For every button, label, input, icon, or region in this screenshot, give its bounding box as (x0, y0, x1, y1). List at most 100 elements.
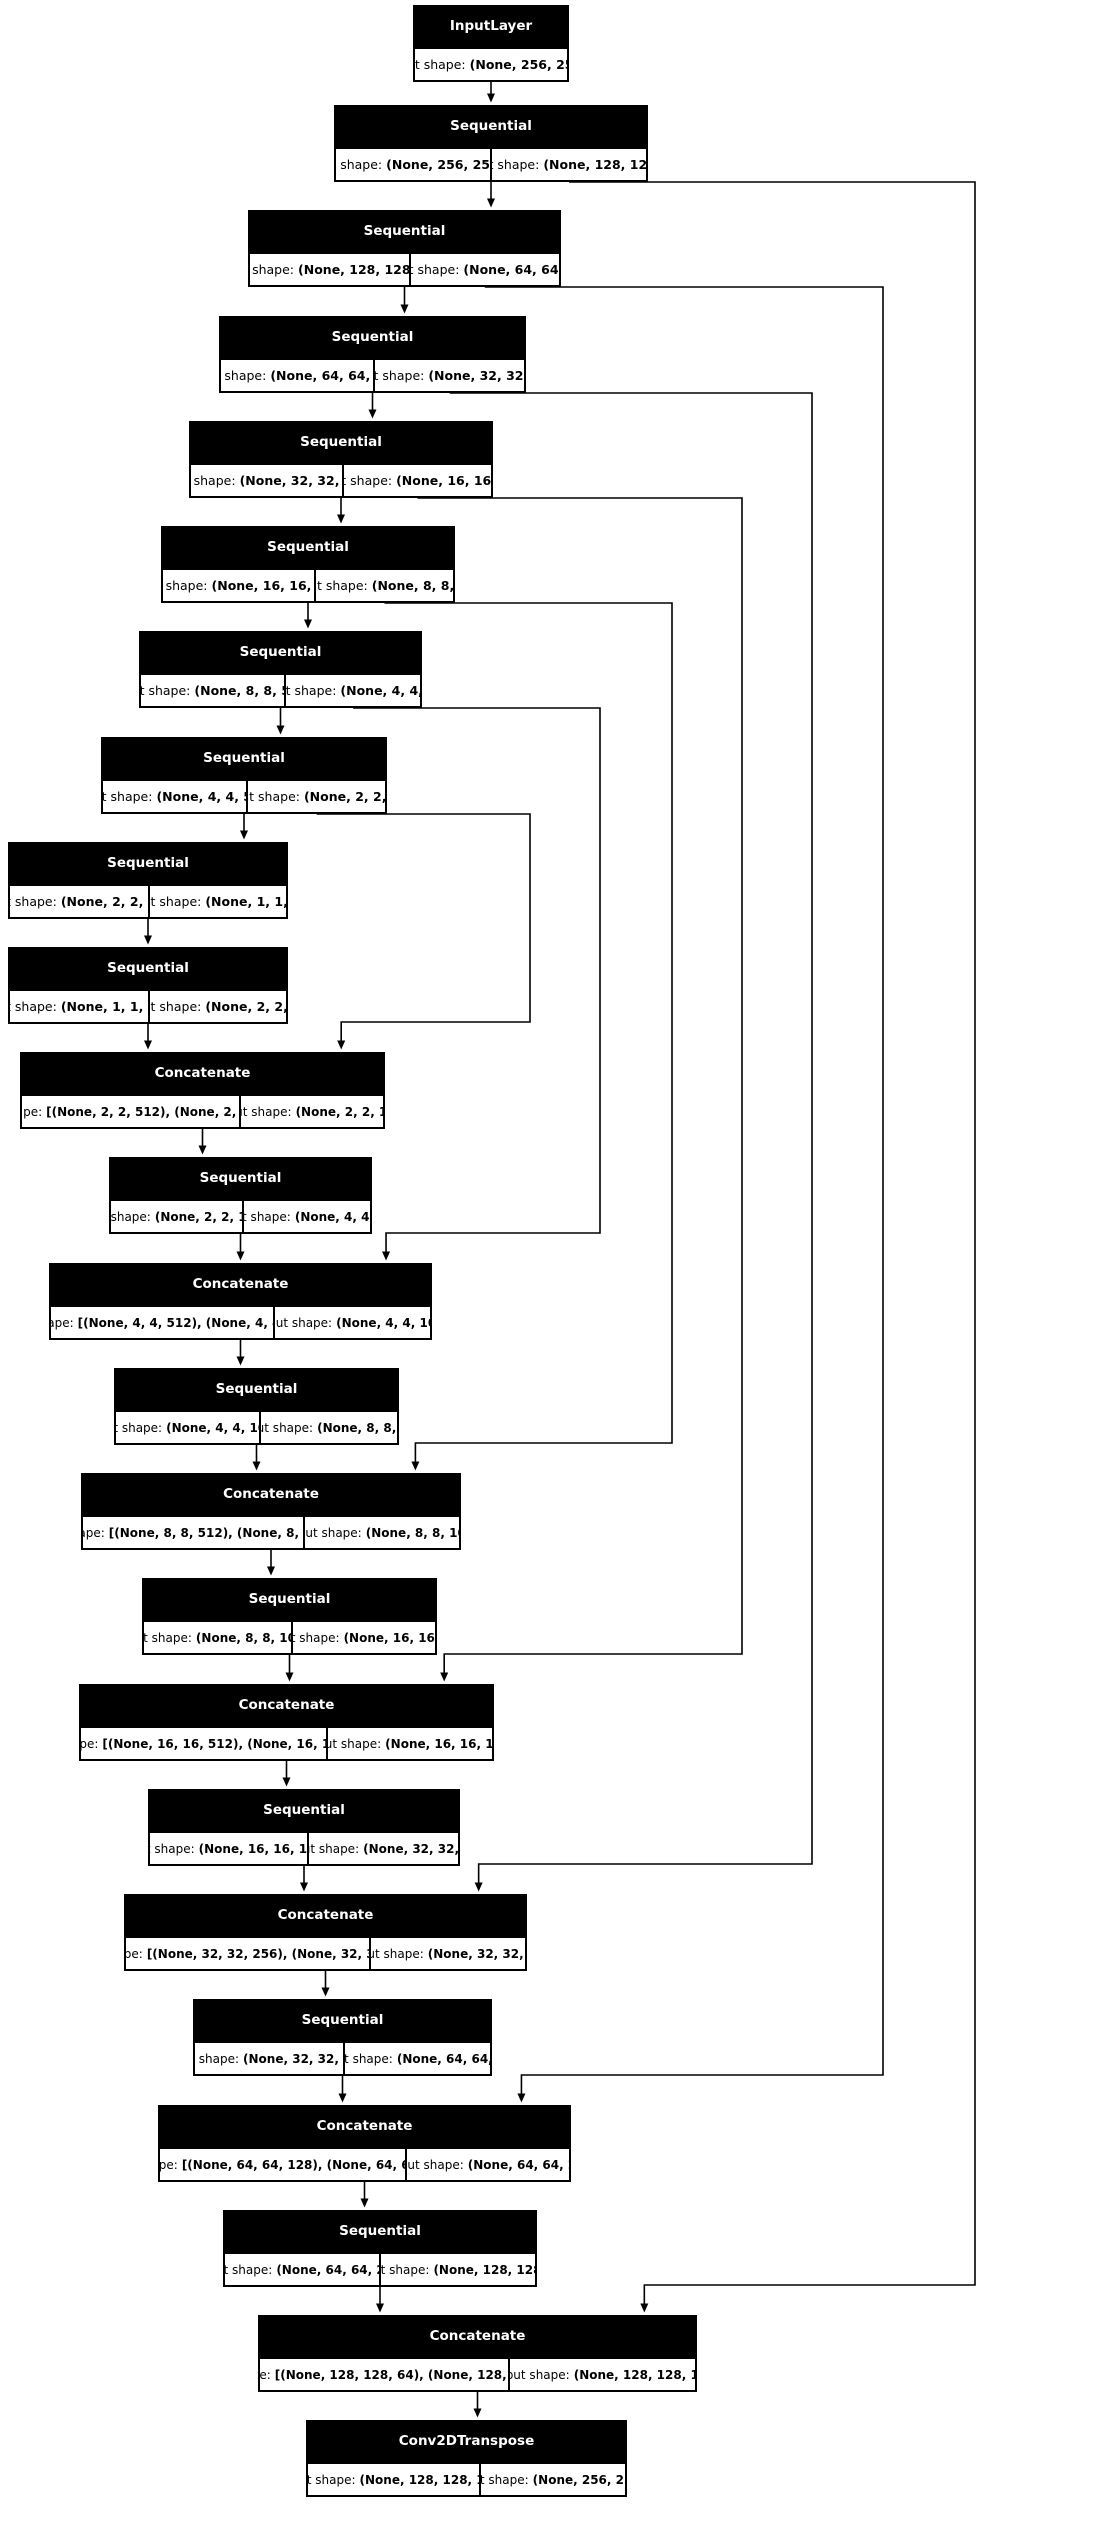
layer-node-sequential[interactable]: SequentialInput shape:(None, 128, 128, 6… (248, 210, 561, 287)
input-shape-label: Input shape: (126, 1946, 143, 1961)
input-shape-label: Input shape: (111, 1209, 151, 1224)
layer-node-sequential[interactable]: SequentialInput shape:(None, 16, 16, 512… (161, 526, 455, 603)
input-shape-label: Input shape: (10, 894, 57, 909)
input-shape-label: Input shape: (116, 1420, 163, 1435)
output-shape-value: (None, 4, 4, 1024) (336, 1315, 430, 1330)
edge-skip-connection (569, 181, 976, 2313)
layer-node-title: Concatenate (160, 2107, 569, 2147)
output-shape-cell: Output shape:(None, 32, 32, 256) (373, 360, 524, 391)
output-shape-label: Output shape: (248, 789, 300, 804)
layer-node-shapes: Input shape:[(None, 64, 64, 128), (None,… (160, 2147, 569, 2180)
output-shape-value: (None, 32, 32, 256) (428, 368, 524, 383)
input-shape-cell: Input shape:[(None, 4, 4, 512), (None, 4… (51, 1307, 273, 1338)
output-shape-label: Output shape: (261, 1420, 314, 1435)
edge-skip-connection (484, 286, 884, 2103)
layer-node-shapes: Output shape:(None, 256, 256, 3) (415, 47, 567, 80)
input-shape-value: (None, 256, 256, 3) (386, 157, 490, 172)
layer-node-sequential[interactable]: SequentialInput shape:(None, 8, 8, 512)O… (139, 631, 422, 708)
layer-node-sequential[interactable]: SequentialInput shape:(None, 1, 1, 512)O… (8, 947, 288, 1024)
layer-node-concatenate[interactable]: ConcatenateInput shape:[(None, 2, 2, 512… (20, 1052, 385, 1129)
layer-node-shapes: Input shape:[(None, 128, 128, 64), (None… (260, 2357, 695, 2390)
layer-node-concatenate[interactable]: ConcatenateInput shape:[(None, 64, 64, 1… (158, 2105, 571, 2182)
input-shape-label: Input shape: (22, 1104, 43, 1119)
layer-node-shapes: Input shape:[(None, 2, 2, 512), (None, 2… (22, 1094, 383, 1127)
layer-node-sequential[interactable]: SequentialInput shape:(None, 4, 4, 512)O… (101, 737, 387, 814)
input-shape-cell: Input shape:(None, 2, 2, 1024) (111, 1201, 242, 1232)
layer-node-title: Conv2DTranspose (308, 2422, 625, 2462)
layer-node-title: Sequential (195, 2001, 490, 2041)
input-shape-label: Input shape: (191, 473, 236, 488)
layer-node-title: Sequential (10, 949, 286, 989)
layer-node-title: Sequential (103, 739, 385, 779)
output-shape-cell: Output shape:(None, 16, 16, 512) (341, 465, 491, 496)
layer-node-title: Concatenate (260, 2317, 695, 2357)
output-shape-value: (None, 8, 8, 512) (317, 1420, 397, 1435)
input-shape-label: Input shape: (160, 2157, 178, 2172)
output-shape-cell: Output shape:(None, 8, 8, 512) (313, 570, 453, 601)
layer-node-conv2dtranspose[interactable]: Conv2DTransposeInput shape:(None, 128, 1… (306, 2420, 627, 2497)
layer-node-sequential[interactable]: SequentialInput shape:(None, 256, 256, 3… (334, 105, 648, 182)
layer-node-shapes: Input shape:(None, 64, 64, 256)Output sh… (225, 2252, 535, 2285)
input-shape-cell: Input shape:(None, 16, 16, 512) (163, 570, 314, 601)
output-shape-label: Output shape: (325, 1736, 382, 1751)
output-shape-value: (None, 2, 2, 512) (303, 789, 385, 804)
layer-node-sequential[interactable]: SequentialInput shape:(None, 64, 64, 256… (223, 2210, 537, 2287)
layer-node-sequential[interactable]: SequentialInput shape:(None, 4, 4, 1024)… (114, 1368, 399, 1445)
layer-node-title: Sequential (191, 423, 491, 463)
layer-node-shapes: Input shape:(None, 8, 8, 1024)Output sha… (144, 1620, 435, 1653)
output-shape-cell: Output shape:(None, 2, 2, 512) (148, 991, 286, 1022)
layer-node-sequential[interactable]: SequentialInput shape:(None, 2, 2, 512)O… (8, 842, 288, 919)
input-shape-value: (None, 16, 16, 1024) (198, 1841, 308, 1856)
input-shape-value: (None, 16, 16, 512) (211, 578, 314, 593)
edge-skip-connection (449, 392, 813, 1892)
layer-node-sequential[interactable]: SequentialInput shape:(None, 8, 8, 1024)… (142, 1578, 437, 1655)
output-shape-cell: Output shape:(None, 2, 2, 512) (246, 781, 385, 812)
input-shape-label: Input shape: (144, 1630, 192, 1645)
layer-node-title: Sequential (221, 318, 524, 358)
input-shape-value: (None, 1, 1, 512) (60, 999, 148, 1014)
input-shape-value: [(None, 128, 128, 64), (None, 128, 128, … (274, 2367, 508, 2382)
layer-node-concatenate[interactable]: ConcatenateInput shape:[(None, 8, 8, 512… (81, 1473, 461, 1550)
output-shape-value: (None, 4, 4, 512) (340, 683, 420, 698)
input-shape-label: Input shape: (10, 999, 57, 1014)
layer-node-shapes: Input shape:[(None, 4, 4, 512), (None, 4… (51, 1305, 430, 1338)
output-shape-cell: Output shape:(None, 64, 64, 256) (405, 2149, 569, 2180)
input-shape-cell: Output shape:(None, 256, 256, 3) (415, 49, 567, 80)
layer-node-concatenate[interactable]: ConcatenateInput shape:[(None, 4, 4, 512… (49, 1263, 432, 1340)
layer-node-concatenate[interactable]: ConcatenateInput shape:[(None, 128, 128,… (258, 2315, 697, 2392)
input-shape-value: (None, 4, 4, 1024) (166, 1420, 259, 1435)
output-shape-label: Output shape: (407, 2157, 464, 2172)
layer-node-title: Sequential (225, 2212, 535, 2252)
layer-node-concatenate[interactable]: ConcatenateInput shape:[(None, 16, 16, 5… (79, 1684, 494, 1761)
input-shape-value: (None, 64, 64, 128) (270, 368, 373, 383)
layer-node-sequential[interactable]: SequentialInput shape:(None, 16, 16, 102… (148, 1789, 460, 1866)
layer-node-sequential[interactable]: SequentialInput shape:(None, 64, 64, 128… (219, 316, 526, 393)
layer-node-title: Concatenate (51, 1265, 430, 1305)
layer-node-sequential[interactable]: SequentialInput shape:(None, 32, 32, 512… (193, 1999, 492, 2076)
layer-node-title: Sequential (144, 1580, 435, 1620)
output-shape-cell: Output shape:(None, 2, 2, 1024) (238, 1096, 383, 1127)
output-shape-value: (None, 4, 4, 512) (294, 1209, 370, 1224)
output-shape-label: Output shape: (241, 1104, 292, 1119)
output-shape-label: Output shape: (150, 999, 202, 1014)
input-shape-label: Input shape: (141, 683, 191, 698)
input-shape-label: Input shape: (195, 2051, 240, 2066)
layer-node-inputlayer[interactable]: InputLayerOutput shape:(None, 256, 256, … (413, 5, 569, 82)
input-shape-label: Input shape: (51, 1315, 74, 1330)
layer-node-title: Sequential (250, 212, 559, 252)
layer-node-title: InputLayer (415, 7, 567, 47)
edge-skip-connection (316, 813, 531, 1050)
input-shape-label: Input shape: (260, 2367, 271, 2382)
input-shape-value: [(None, 8, 8, 512), (None, 8, 8, 512)] (108, 1525, 303, 1540)
input-shape-cell: Input shape:(None, 128, 128, 128) (308, 2464, 479, 2495)
input-shape-label: Input shape: (336, 157, 383, 172)
layer-node-sequential[interactable]: SequentialInput shape:(None, 32, 32, 256… (189, 421, 493, 498)
layer-node-shapes: Input shape:(None, 4, 4, 512)Output shap… (103, 779, 385, 812)
output-shape-value: (None, 16, 16, 1024) (385, 1736, 492, 1751)
layer-node-sequential[interactable]: SequentialInput shape:(None, 2, 2, 1024)… (109, 1157, 372, 1234)
layer-node-concatenate[interactable]: ConcatenateInput shape:[(None, 32, 32, 2… (124, 1894, 527, 1971)
output-shape-cell: Output shape:(None, 128, 128, 128) (507, 2359, 695, 2390)
input-shape-cell: Input shape:(None, 8, 8, 1024) (144, 1622, 291, 1653)
input-shape-cell: Input shape:(None, 128, 128, 64) (250, 254, 409, 285)
